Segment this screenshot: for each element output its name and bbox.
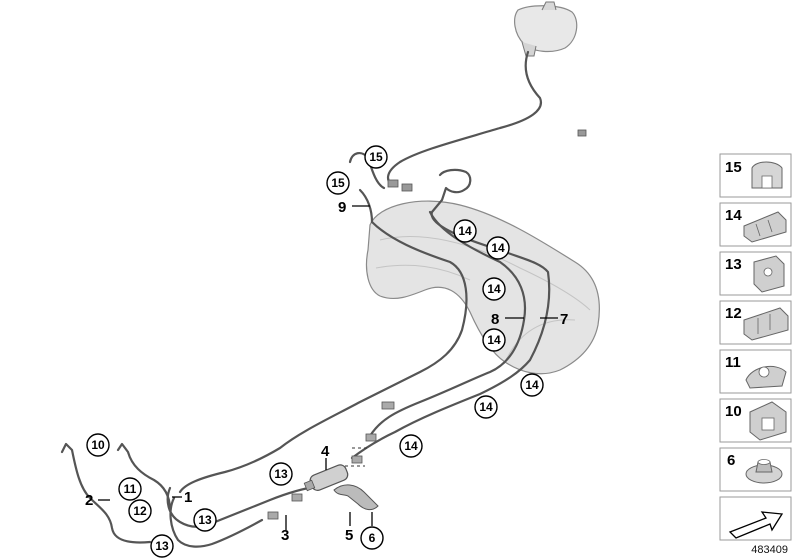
legend-item-14[interactable]: 14 (719, 202, 792, 247)
circle-callout-14a: 14 (453, 219, 477, 243)
callout-1: 1 (184, 489, 192, 506)
callout-5: 5 (345, 527, 353, 544)
svg-text:15: 15 (331, 176, 345, 190)
legend-item-15[interactable]: 15 (719, 153, 792, 198)
callout-2: 2 (85, 492, 93, 509)
parts-legend: 15 14 13 12 11 (719, 153, 792, 541)
circle-callout-14e: 14 (520, 373, 544, 397)
svg-text:10: 10 (91, 438, 105, 452)
svg-text:14: 14 (491, 241, 505, 255)
svg-text:6: 6 (727, 452, 735, 469)
circle-callout-12: 12 (128, 499, 152, 523)
callout-3: 3 (281, 527, 289, 544)
svg-text:14: 14 (487, 333, 501, 347)
svg-text:14: 14 (487, 282, 501, 296)
svg-text:12: 12 (133, 504, 147, 518)
svg-text:11: 11 (725, 354, 741, 371)
callout-numbers: 9 8 7 1 2 3 4 5 (85, 199, 568, 544)
circle-callout-6: 6 (360, 526, 384, 550)
svg-text:15: 15 (369, 150, 383, 164)
diagram-id: 483409 (751, 544, 788, 556)
legend-item-10[interactable]: 10 (719, 398, 792, 443)
circle-callout-14c: 14 (482, 277, 506, 301)
circle-callout-13c: 13 (150, 534, 174, 558)
svg-text:14: 14 (725, 207, 742, 224)
svg-text:14: 14 (458, 224, 472, 238)
legend-item-6[interactable]: 6 (719, 447, 792, 492)
svg-text:14: 14 (525, 378, 539, 392)
svg-text:15: 15 (725, 159, 742, 176)
circle-callout-14g: 14 (399, 434, 423, 458)
legend-item-12[interactable]: 12 (719, 300, 792, 345)
svg-text:14: 14 (479, 400, 493, 414)
svg-text:13: 13 (198, 513, 212, 527)
svg-text:13: 13 (155, 539, 169, 553)
callout-7: 7 (560, 311, 568, 328)
svg-text:10: 10 (725, 403, 742, 420)
legend-item-11[interactable]: 11 (719, 349, 792, 394)
circle-callout-15a: 15 (364, 145, 388, 169)
leader-lines (98, 205, 558, 530)
pipe-lines (60, 50, 551, 548)
circle-callout-11: 11 (118, 477, 142, 501)
legend-arrow-box[interactable] (719, 496, 792, 541)
circle-callout-14b: 14 (486, 236, 510, 260)
filler-reservoir (514, 1, 578, 57)
svg-text:12: 12 (725, 305, 742, 322)
callout-8: 8 (491, 311, 499, 328)
circle-callout-15b: 15 (326, 171, 350, 195)
callout-9: 9 (338, 199, 346, 216)
circle-callout-13b: 13 (193, 508, 217, 532)
fuel-filter (303, 464, 349, 492)
circle-callout-13a: 13 (269, 462, 293, 486)
svg-text:14: 14 (404, 439, 418, 453)
fittings (267, 129, 587, 520)
filter-bracket (333, 484, 379, 511)
svg-text:6: 6 (369, 531, 376, 545)
circle-callout-14d: 14 (482, 328, 506, 352)
circle-callout-10: 10 (86, 433, 110, 457)
circled-callouts: 15 15 14 14 14 14 14 14 14 13 13 13 10 1… (86, 145, 544, 558)
svg-text:13: 13 (274, 467, 288, 481)
page-arrow-icon (728, 511, 784, 539)
legend-item-13[interactable]: 13 (719, 251, 792, 296)
svg-text:13: 13 (725, 256, 742, 273)
svg-text:11: 11 (124, 482, 137, 496)
callout-4: 4 (321, 443, 330, 460)
circle-callout-14f: 14 (474, 395, 498, 419)
